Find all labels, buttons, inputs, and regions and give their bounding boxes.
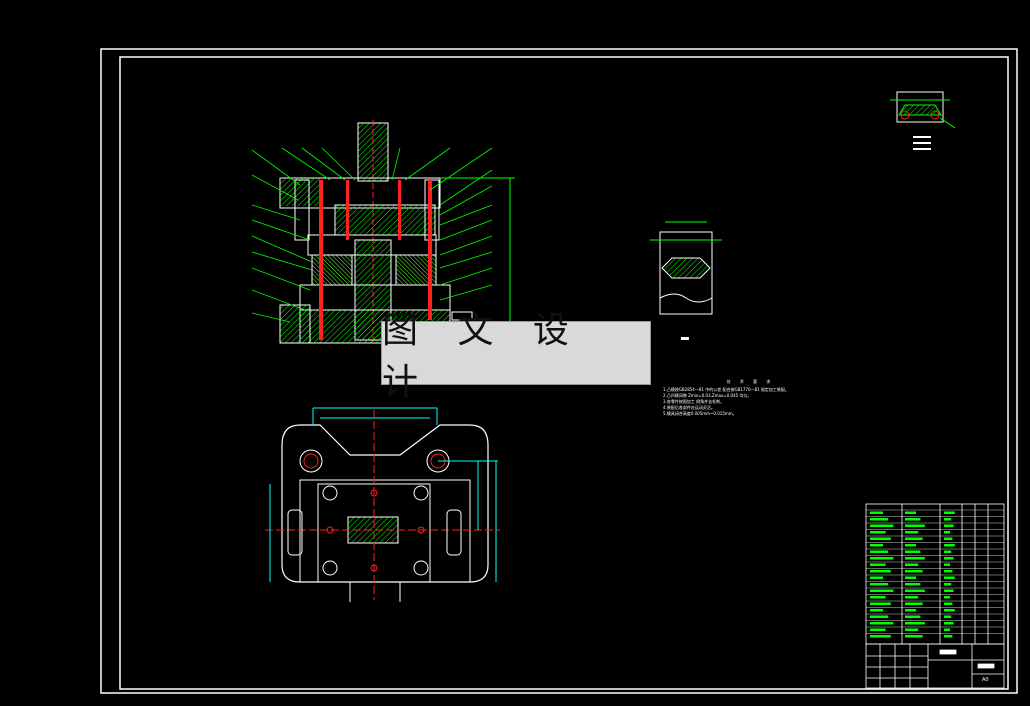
parts-list-cell-text	[944, 570, 953, 573]
parts-list-rows	[866, 509, 1004, 638]
parts-list-cell-text	[905, 544, 916, 547]
parts-list-cell-text	[870, 628, 886, 631]
technical-note-line: 2.凸凹模间隙 Zmin=0.03,Zmax=0.045 均匀。	[663, 393, 752, 398]
parts-list-cell-text	[870, 563, 886, 566]
parts-list-cell-text	[905, 537, 923, 540]
parts-list-cell-text	[944, 635, 953, 638]
parts-list-cell-text	[905, 602, 923, 605]
parts-list-cell-text	[944, 563, 950, 566]
technical-note-line: 3.各零件按图加工 倒角并去毛刺。	[663, 399, 725, 404]
watermark-banner: 图 文 设 计	[381, 310, 651, 403]
parts-list-cell-text	[870, 518, 889, 521]
parts-list-cell-text	[944, 537, 953, 540]
technical-notes-title: 技 术 要 求	[726, 379, 775, 384]
parts-list-cell-text	[944, 583, 952, 586]
parts-list-cell-text	[944, 557, 954, 560]
parts-list-cell-text	[905, 635, 923, 638]
parts-list-cell-text	[870, 544, 883, 547]
parts-list-cell-text	[905, 563, 919, 566]
parts-list-cell-text	[905, 622, 925, 625]
part-detail-view	[650, 221, 722, 340]
technical-note-line: 5.模具闭合高度0.005mm~0.015mm。	[663, 411, 737, 416]
parts-list-cell-text	[944, 622, 954, 625]
parts-list-cell-text	[944, 589, 954, 592]
title-block	[865, 643, 1005, 689]
inner-frame	[119, 56, 1009, 690]
parts-list-cell-text	[905, 628, 919, 631]
parts-list-cell-text	[870, 570, 891, 573]
parts-list-cell-text	[944, 524, 954, 527]
parts-list-cell-text	[870, 511, 883, 514]
plan-view	[265, 407, 500, 602]
parts-list-cell-text	[905, 615, 921, 618]
parts-list-cell-text	[944, 596, 950, 599]
parts-list-cell-text	[870, 537, 891, 540]
blank-part-view	[890, 91, 956, 150]
parts-list-cell-text	[944, 615, 952, 618]
parts-list-cell-text	[870, 576, 883, 579]
parts-list-cell-text	[944, 511, 955, 514]
parts-list-cell-text	[870, 557, 894, 560]
parts-list-cell-text	[905, 583, 921, 586]
parts-list-cell-text	[870, 615, 889, 618]
technical-note-line: 4.装配后各部件应运动灵活。	[663, 405, 715, 410]
parts-list-cell-text	[944, 576, 955, 579]
parts-list-cell-text	[870, 635, 891, 638]
parts-list-cell-text	[905, 531, 919, 534]
parts-list-cell-text	[944, 550, 952, 553]
parts-list-cell-text	[905, 557, 925, 560]
parts-list-cell-text	[905, 576, 916, 579]
part-balloons-right	[391, 147, 493, 301]
parts-list-cell-text	[905, 518, 921, 521]
parts-list-cell-text	[870, 589, 894, 592]
parts-list-cell-text	[905, 524, 925, 527]
parts-list-cell-text	[905, 589, 925, 592]
parts-list-cell-text	[944, 518, 952, 521]
parts-list-cell-text	[905, 550, 921, 553]
parts-list-cell-text	[944, 609, 955, 612]
parts-list-cell-text	[905, 609, 916, 612]
parts-list-cell-text	[905, 570, 923, 573]
parts-list-cell-text	[944, 602, 953, 605]
parts-list-cell-text	[870, 524, 894, 527]
sheet-size-label: A0	[982, 677, 989, 683]
parts-list-cell-text	[944, 628, 950, 631]
parts-list-cell-text	[905, 596, 919, 599]
parts-list-cell-text	[870, 550, 889, 553]
parts-list-cell-text	[870, 609, 883, 612]
parts-list-cell-text	[870, 583, 889, 586]
parts-list-cell-text	[870, 622, 894, 625]
parts-list-cell-text	[944, 531, 950, 534]
assembly-section-view	[279, 120, 515, 346]
parts-list-cell-text	[870, 602, 891, 605]
parts-list-cell-text	[870, 531, 886, 534]
part-balloons-left	[251, 147, 356, 323]
parts-list-cell-text	[944, 544, 955, 547]
parts-list-cell-text	[905, 511, 916, 514]
technical-notes: 技 术 要 求 1.凸模按GB2854—81 中的公差 配合按GB1770—81…	[663, 379, 838, 417]
outer-frame	[100, 48, 1018, 694]
technical-note-line: 1.凸模按GB2854—81 中的公差 配合按GB1770—81 规定加工装配。	[663, 387, 789, 392]
parts-list-cell-text	[870, 596, 886, 599]
